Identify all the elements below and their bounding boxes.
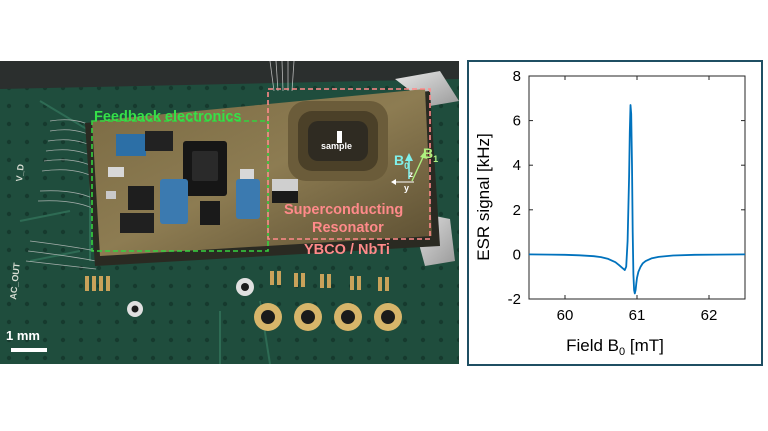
b1-main: B xyxy=(423,145,434,161)
axis-y-label: y xyxy=(404,183,410,193)
x-tick-label: 60 xyxy=(557,307,574,324)
sample-label: sample xyxy=(321,141,353,151)
b1-sub: 1 xyxy=(433,153,439,164)
esr-signal-line xyxy=(528,104,746,295)
x-axis-label-main: Field B xyxy=(566,336,619,355)
esr-chart: 60 61 62 -2 0 2 4 6 8 ESR signal [kHz] Field B0 … xyxy=(474,68,746,358)
b0-field-label: B0 xyxy=(394,152,409,171)
scale-bar xyxy=(11,348,47,352)
y-tick-label: 8 xyxy=(513,68,521,85)
plot-frame xyxy=(528,75,746,300)
pcb-label-vd: V_D xyxy=(14,163,26,183)
y-tick-label: 0 xyxy=(513,246,521,263)
x-axis-label-sub: 0 xyxy=(619,346,625,358)
b0-sub: 0 xyxy=(404,160,410,171)
axis-z-label: z xyxy=(409,170,413,179)
b0-main: B xyxy=(394,152,405,168)
y-tick-label: 6 xyxy=(513,113,521,130)
y-axis-label: ESR signal [kHz] xyxy=(474,133,493,261)
x-tick-label: 61 xyxy=(629,307,646,324)
resonator-label: Resonator xyxy=(312,220,384,236)
y-tick-label: 4 xyxy=(513,157,521,174)
scale-bar-label: 1 mm xyxy=(6,328,40,343)
x-axis-label-unit: [mT] xyxy=(625,336,664,355)
y-tick-label: 2 xyxy=(513,202,521,219)
y-tick-label: -2 xyxy=(508,291,521,308)
device-photo: V_D AC_OUT Feedback electronics sample S… xyxy=(0,61,459,364)
x-tick-label: 62 xyxy=(701,307,718,324)
material-label: YBCO / NbTi xyxy=(304,242,390,258)
device-photo-graphic xyxy=(0,61,459,364)
x-axis-label: Field B0 [mT] xyxy=(566,336,664,358)
esr-chart-panel: 60 61 62 -2 0 2 4 6 8 ESR signal [kHz] Field B0 … xyxy=(467,60,763,366)
feedback-region-box xyxy=(91,120,269,252)
feedback-electronics-label: Feedback electronics xyxy=(94,109,242,125)
superconducting-label: Superconducting xyxy=(284,202,404,218)
resonator-region-box xyxy=(267,88,431,240)
b1-field-label: B1 xyxy=(423,145,438,164)
